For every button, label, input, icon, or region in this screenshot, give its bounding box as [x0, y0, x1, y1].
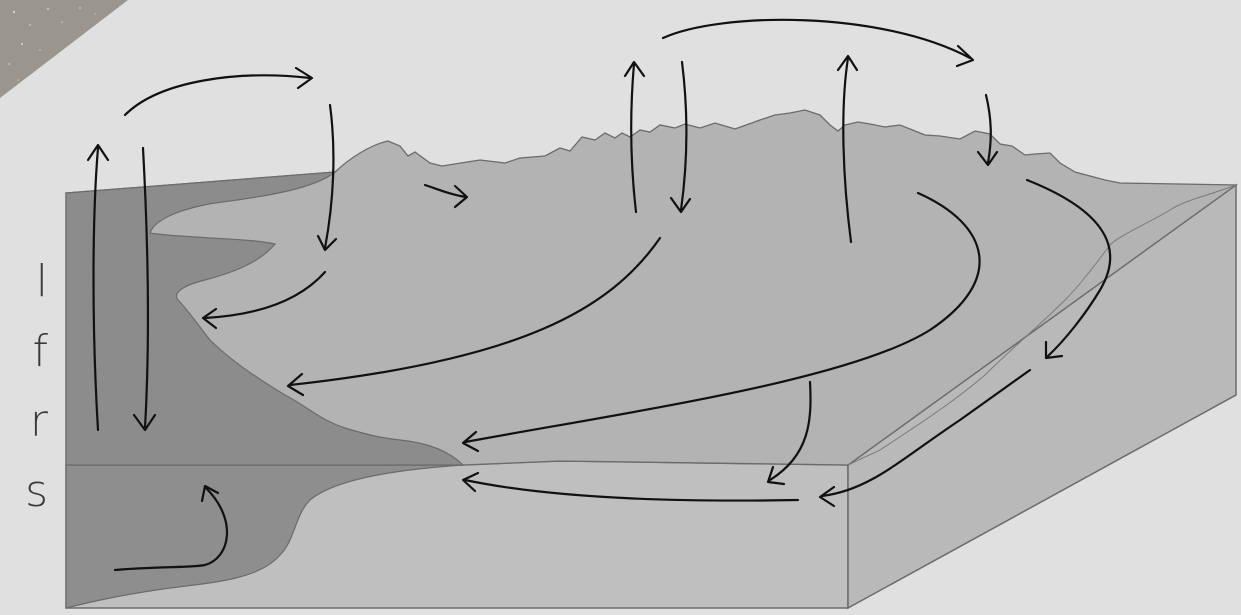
- evapotranspiration-arrow-mid-head: [623, 60, 646, 78]
- advection-arrow-left: [123, 74, 312, 117]
- side-text-letter-2: f: [32, 326, 49, 377]
- side-text-letter-1: l: [35, 256, 48, 307]
- evapotranspiration-arrow-right-head: [836, 54, 859, 72]
- groundwater-flow-arrow-head: [461, 471, 480, 493]
- ocean-cross-section: [65, 464, 464, 609]
- side-text-letter-3: r: [29, 396, 48, 447]
- runoff-arrow-short: [203, 270, 327, 320]
- advection-arrow-left-head: [294, 66, 314, 90]
- rock-speckles: [8, 7, 96, 81]
- small-wind-arrow: [423, 183, 468, 199]
- runoff-arrow-short-head: [201, 307, 218, 330]
- evaporation-arrow-left: [92, 146, 100, 432]
- runoff-arrow-long-right: [463, 191, 981, 444]
- precipitation-arrow-mid: [679, 60, 688, 212]
- runoff-arrow-far-right-head: [1044, 340, 1064, 360]
- ocean-circulation-arrow-head: [200, 484, 220, 503]
- ocean-surface: [65, 171, 465, 466]
- evapotranspiration-arrow-mid: [630, 62, 638, 214]
- runoff-arrow-long-right-head: [461, 430, 480, 453]
- infiltration-arrow: [768, 380, 812, 482]
- infiltration-arrow-head: [766, 465, 786, 486]
- evaporation-arrow-left-head: [86, 143, 110, 162]
- runoff-arrow-long-mid: [288, 236, 662, 387]
- rock-texture-corner: [0, 0, 128, 98]
- flow-arrows: [86, 18, 1112, 572]
- small-wind-arrow-head: [453, 184, 469, 209]
- runoff-arrow-long-mid-head: [286, 372, 305, 397]
- precipitation-arrow-coast-head: [316, 234, 338, 252]
- advection-arrow-top-head: [955, 44, 975, 68]
- precipitation-arrow-right: [984, 93, 992, 165]
- precipitation-arrow-coast: [323, 103, 335, 250]
- advection-arrow-top: [661, 18, 972, 60]
- river-valley-line: [847, 184, 1237, 466]
- precipitation-arrow-right-head: [976, 150, 999, 167]
- evapotranspiration-arrow-right: [842, 56, 853, 244]
- ocean-circulation-arrow: [113, 486, 229, 572]
- side-text-letter-4: s: [25, 466, 48, 517]
- runoff-arrow-far-right: [1025, 178, 1112, 358]
- groundwater-flow-arrow: [463, 478, 800, 502]
- groundwater-arrow-side: [820, 368, 1032, 498]
- precipitation-arrow-mid-head: [669, 196, 692, 214]
- groundwater-arrow-side-head: [818, 485, 836, 508]
- precipitation-arrow-left-head: [132, 413, 157, 432]
- precipitation-arrow-left: [141, 146, 149, 430]
